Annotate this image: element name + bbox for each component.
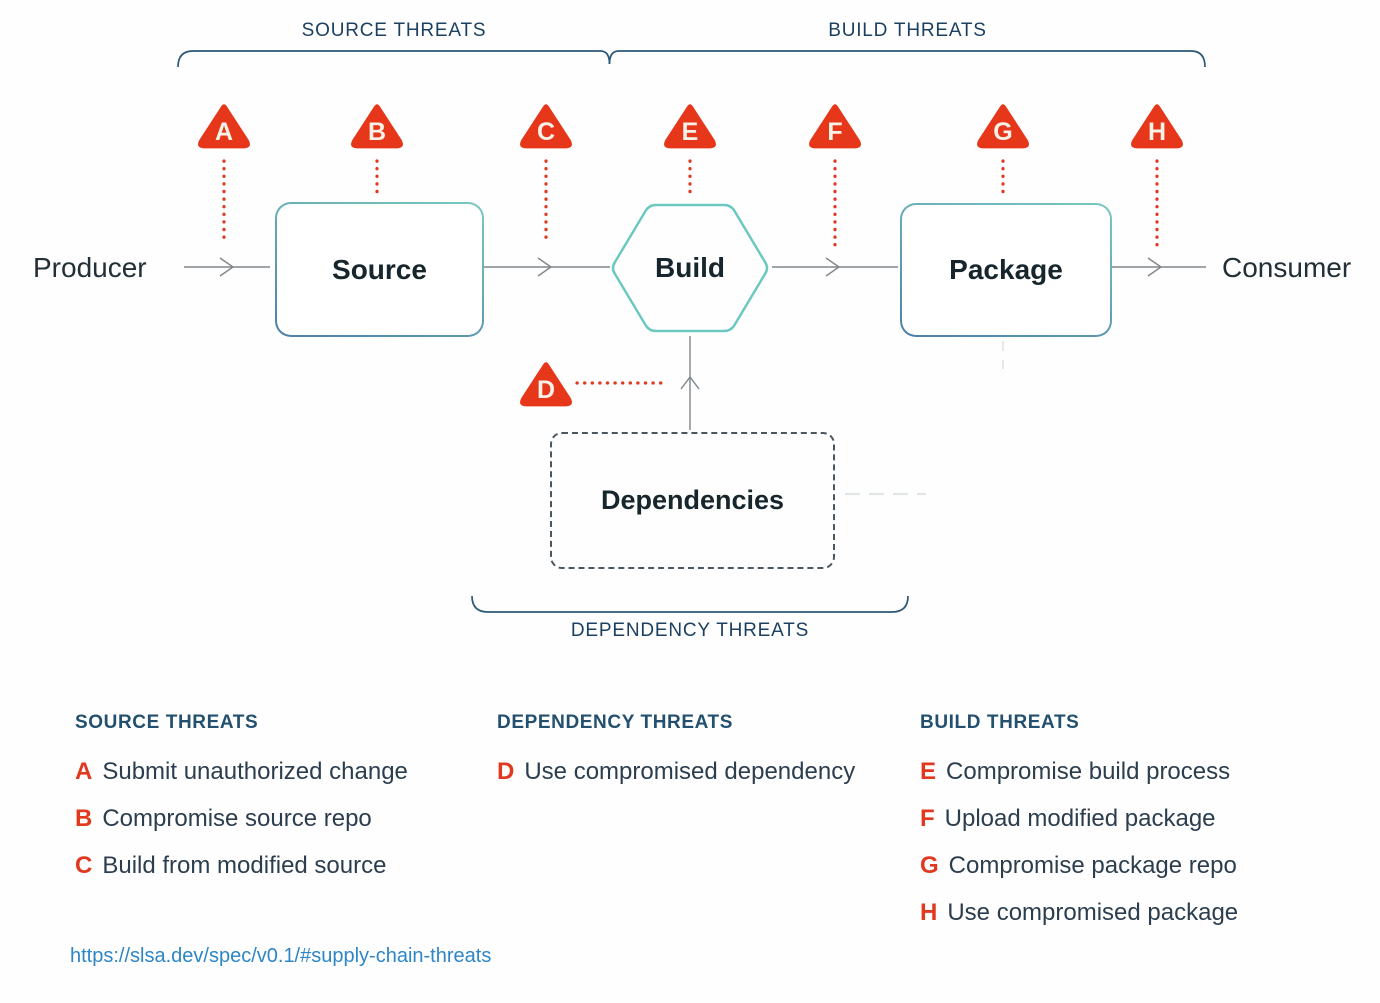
source-threats-bracket (177, 50, 611, 68)
threat-marker-letter: H (1147, 118, 1167, 146)
legend-item-letter: B (75, 805, 93, 832)
warning-triangle-icon (977, 104, 1029, 149)
threat-marker-e: E (661, 99, 719, 153)
legend-item-letter: C (75, 852, 93, 879)
arrow-package-to-consumer (1110, 257, 1206, 277)
legend-item-f: F Upload modified package (920, 805, 1238, 832)
arrow-producer-to-source (184, 257, 270, 277)
build-threats-bracket (608, 50, 1206, 68)
warning-triangle-icon (664, 104, 716, 149)
threat-marker-a: A (195, 99, 253, 153)
threat-marker-b: B (348, 99, 406, 153)
legend-item-text: Compromise source repo (102, 805, 372, 832)
legend-item-text: Build from modified source (102, 852, 387, 879)
threat-marker-letter: F (827, 118, 843, 146)
hexagon-shape (611, 203, 769, 333)
legend-item-d: D Use compromised dependency (497, 758, 855, 785)
legend-title: SOURCE THREATS (75, 712, 259, 733)
warning-triangle-icon (351, 104, 403, 149)
warning-triangle-icon (198, 104, 250, 149)
warning-triangle-icon (1131, 104, 1183, 149)
legend-column-dependency-threats: DEPENDENCY THREATS D Use compromised dep… (497, 712, 855, 805)
legend-item-text: Use compromised package (947, 899, 1239, 926)
dependency-threats-bracket (471, 595, 909, 613)
node-package-label: Package (949, 254, 1063, 285)
source-url-link[interactable]: https://slsa.dev/spec/v0.1/#supply-chain… (70, 945, 492, 967)
legend-item-b: B Compromise source repo (75, 805, 408, 832)
legend-item-text: Upload modified package (944, 805, 1216, 832)
legend-item-letter: H (920, 899, 938, 926)
node-source: Source (275, 202, 484, 337)
legend-item-h: H Use compromised package (920, 899, 1238, 926)
legend-item-text: Submit unauthorized change (102, 758, 408, 785)
legend-item-a: A Submit unauthorized change (75, 758, 408, 785)
legend-item-letter: D (497, 758, 515, 785)
legend-item-letter: A (75, 758, 93, 785)
warning-triangle-icon (520, 104, 572, 149)
legend-column-source-threats: SOURCE THREATS A Submit unauthorized cha… (75, 712, 408, 899)
legend-item-letter: E (920, 758, 937, 785)
legend-title: BUILD THREATS (920, 712, 1080, 733)
node-package: Package (900, 203, 1112, 337)
legend-item-letter: G (920, 852, 939, 879)
threat-marker-g: G (974, 99, 1032, 153)
threat-marker-c: C (517, 99, 575, 153)
warning-triangle-icon (520, 362, 572, 407)
arrow-source-to-build (484, 257, 610, 277)
build-threats-group-label: BUILD THREATS (828, 20, 987, 41)
legend-title: DEPENDENCY THREATS (497, 712, 734, 733)
threat-marker-letter: D (536, 376, 556, 404)
threat-marker-letter: G (993, 118, 1013, 146)
threat-marker-f: F (806, 99, 864, 153)
warning-triangle-icon (809, 104, 861, 149)
arrow-build-to-package (772, 257, 898, 277)
threat-marker-letter: A (214, 118, 234, 146)
node-build-label: Build (655, 252, 725, 283)
node-dependencies-label: Dependencies (600, 485, 785, 515)
arrow-dependencies-to-build (680, 336, 700, 430)
threat-marker-h: H (1128, 99, 1186, 153)
source-threats-group-label: SOURCE THREATS (301, 20, 487, 41)
threat-marker-letter: B (367, 118, 387, 146)
legend-item-text: Compromise package repo (948, 852, 1237, 879)
legend-item-text: Compromise build process (946, 758, 1231, 785)
legend-item-c: C Build from modified source (75, 852, 408, 879)
legend-item-text: Use compromised dependency (524, 758, 856, 785)
node-consumer: Consumer (1222, 252, 1352, 283)
node-producer: Producer (33, 252, 147, 283)
node-dependencies: Dependencies (550, 432, 835, 569)
threat-marker-d: D (517, 357, 575, 411)
dependency-threats-group-label: DEPENDENCY THREATS (570, 620, 810, 641)
legend-column-build-threats: BUILD THREATS E Compromise build process… (920, 712, 1238, 946)
legend-item-e: E Compromise build process (920, 758, 1238, 785)
node-build: Build (608, 201, 772, 335)
threat-marker-letter: C (536, 118, 556, 146)
threat-marker-letter: E (681, 118, 699, 146)
node-source-label: Source (332, 253, 427, 285)
legend-item-g: G Compromise package repo (920, 852, 1238, 879)
legend-item-letter: F (920, 805, 935, 832)
